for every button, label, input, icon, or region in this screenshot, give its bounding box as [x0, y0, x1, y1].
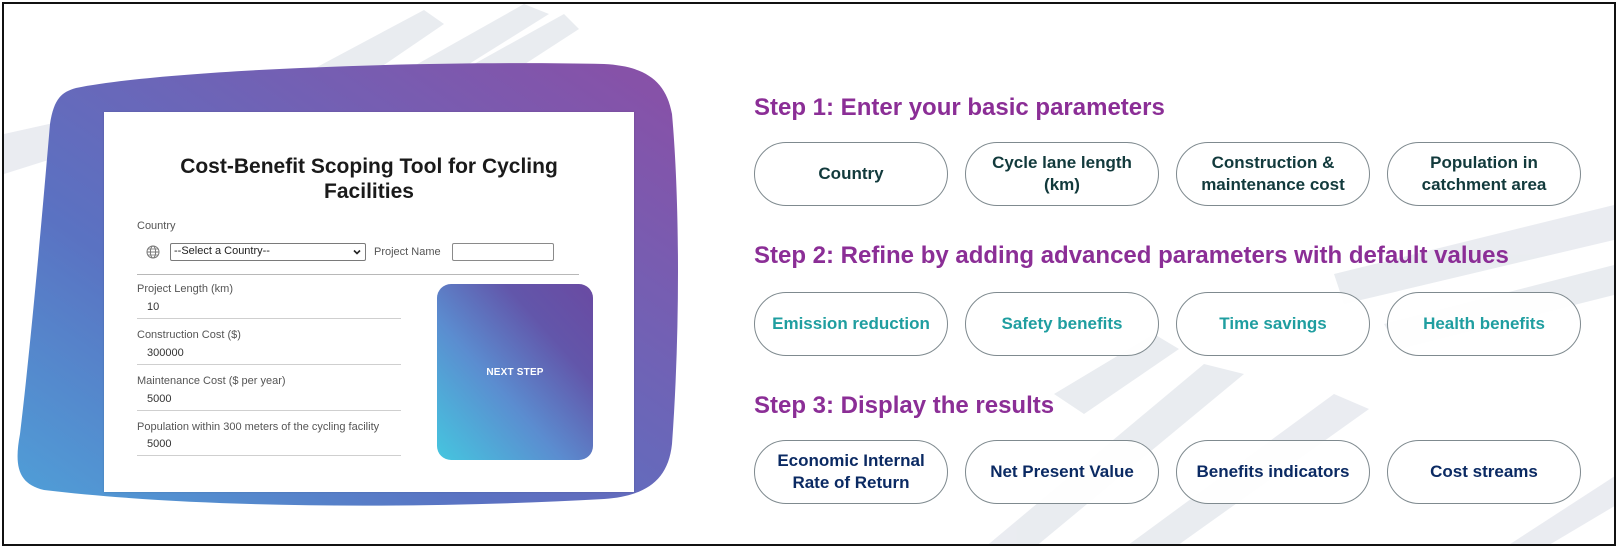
next-step-button[interactable]: NEXT STEP [437, 284, 593, 460]
country-label: Country [137, 220, 176, 232]
field-underline [137, 455, 401, 456]
step-1-item-country: Country [754, 142, 948, 206]
step-3-title: Step 3: Display the results [754, 392, 1055, 419]
country-select[interactable]: --Select a Country-- [170, 243, 366, 261]
step-2-item-emission-reduction: Emission reduction [754, 292, 948, 356]
globe-icon [146, 245, 160, 259]
step-1-item-population: Population in catchment area [1387, 142, 1581, 206]
step-1-title: Step 1: Enter your basic parameters [754, 94, 1165, 121]
app-title: Cost-Benefit Scoping Tool for Cycling Fa… [180, 155, 558, 203]
maintenance-cost-label: Maintenance Cost ($ per year) [137, 375, 286, 387]
step-1-item-construction-maintenance-cost: Construction & maintenance cost [1176, 142, 1370, 206]
field-underline [137, 364, 401, 365]
section-divider [137, 274, 579, 275]
project-name-label: Project Name [374, 246, 441, 258]
construction-cost-label: Construction Cost ($) [137, 329, 241, 341]
app-screenshot-card: Cost-Benefit Scoping Tool for Cycling Fa… [104, 112, 634, 492]
step-3-item-eirr: Economic Internal Rate of Return [754, 440, 948, 504]
step-2-title: Step 2: Refine by adding advanced parame… [754, 242, 1509, 269]
step-2-item-time-savings: Time savings [1176, 292, 1370, 356]
maintenance-cost-input[interactable]: 5000 [147, 393, 172, 405]
population-label: Population within 300 meters of the cycl… [137, 421, 380, 433]
step-3-item-cost-streams: Cost streams [1387, 440, 1581, 504]
step-2-item-health-benefits: Health benefits [1387, 292, 1581, 356]
project-name-input[interactable] [452, 243, 554, 261]
population-input[interactable]: 5000 [147, 438, 172, 450]
step-3-item-benefits-indicators: Benefits indicators [1176, 440, 1370, 504]
step-1-item-cycle-lane-length: Cycle lane length (km) [965, 142, 1159, 206]
step-2-item-safety-benefits: Safety benefits [965, 292, 1159, 356]
country-select-value: --Select a Country-- [174, 245, 270, 257]
project-length-input[interactable]: 10 [147, 301, 160, 313]
field-underline [137, 410, 401, 411]
project-length-label: Project Length (km) [137, 283, 233, 295]
chevron-down-icon [353, 249, 361, 255]
field-underline [137, 318, 401, 319]
step-3-item-npv: Net Present Value [965, 440, 1159, 504]
construction-cost-input[interactable]: 300000 [147, 347, 184, 359]
